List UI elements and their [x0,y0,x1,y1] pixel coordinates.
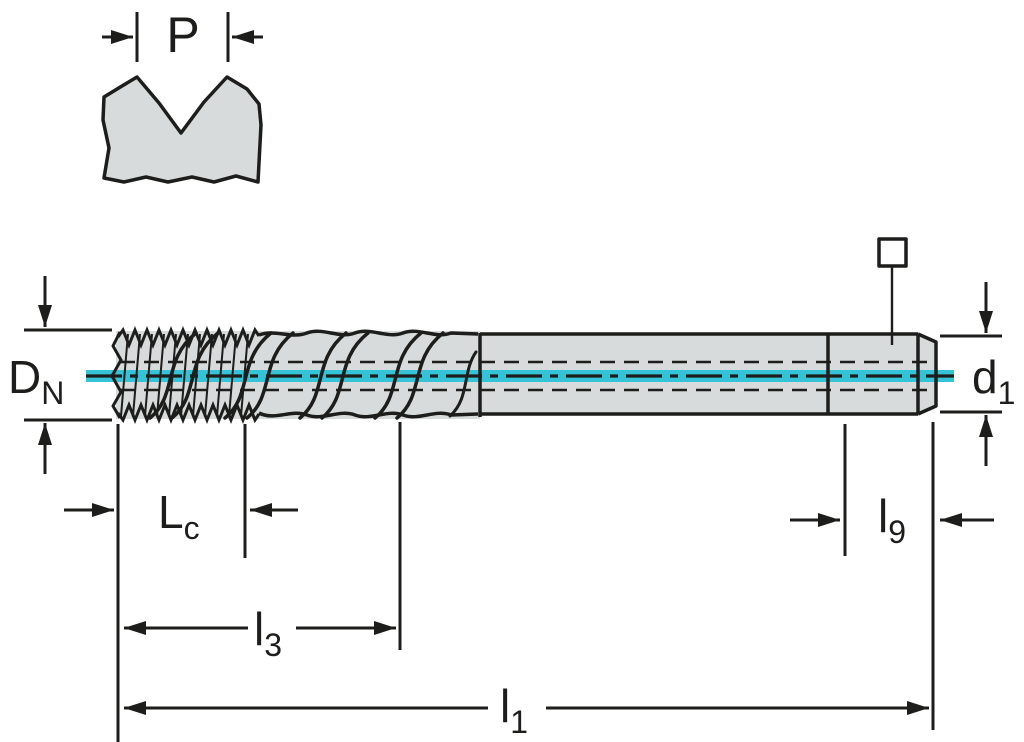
l9-label-base: l [878,490,888,542]
l3-label-sub: 3 [264,627,282,663]
tap-tool [86,325,954,425]
lc-label: Lc [158,486,200,546]
l3-label-base: l [254,603,264,655]
dimension-pitch: P [102,7,263,63]
shank-edges [480,332,938,416]
l9-label: l9 [878,490,906,550]
l1-label-base: l [500,680,510,732]
d1-label-sub: 1 [998,375,1016,411]
dimension-d1: d1 [940,282,1015,466]
d1-label: d1 [972,351,1015,411]
pitch-label: P [166,7,199,63]
square-symbol [877,237,908,268]
dn-label-base: D [8,351,41,403]
lc-label-sub: c [184,510,200,546]
l3-label: l3 [254,603,282,663]
thread-profile-shape [101,75,263,184]
lc-label-base: L [158,486,184,538]
core-diameter-dashed-lines [120,360,931,392]
d1-label-base: d [972,351,998,403]
dimension-lc: Lc [64,424,298,742]
dimension-l3: l3 [124,422,402,663]
dimension-l1: l1 [124,422,935,740]
dn-label-sub: N [41,375,64,411]
thread-profile-detail: P [101,7,263,184]
l1-label: l1 [500,680,528,740]
l9-label-sub: 9 [888,514,906,550]
square-drive-indicator [877,237,908,345]
dimension-l9: l9 [790,424,994,556]
dimension-dn: DN [8,276,112,474]
l1-label-sub: 1 [510,704,528,740]
dn-label: DN [8,351,64,411]
